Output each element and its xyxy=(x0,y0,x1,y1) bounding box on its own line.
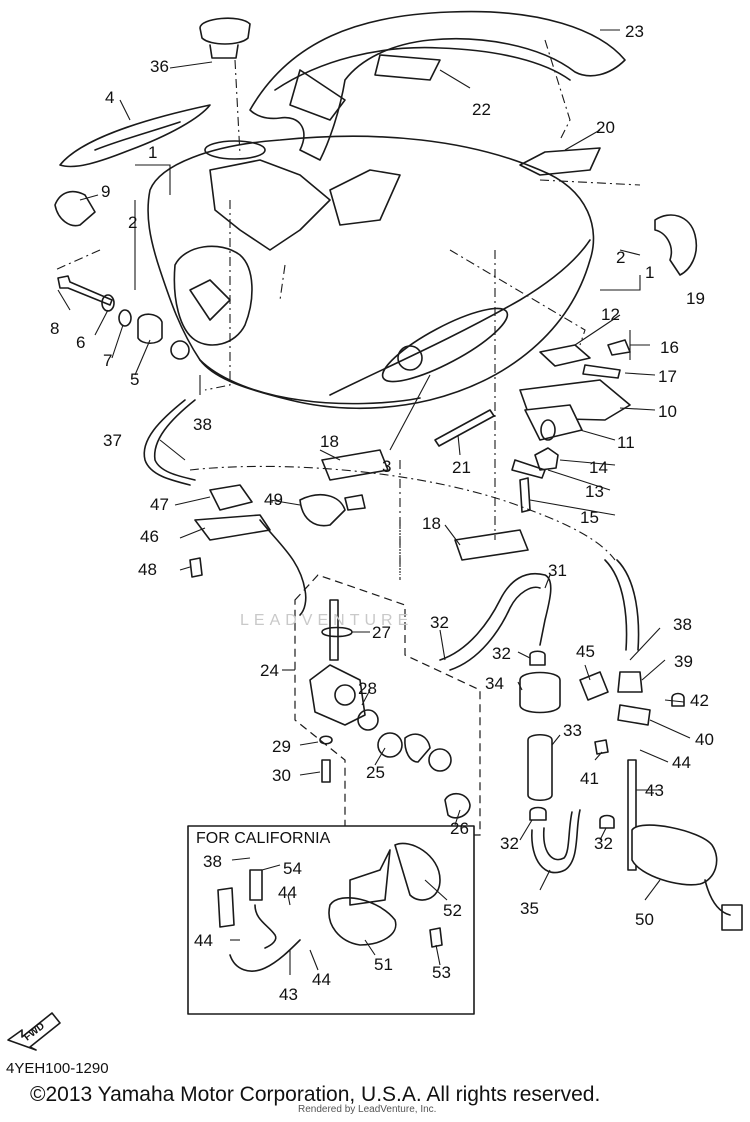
callout-label: 45 xyxy=(576,642,595,661)
emblem xyxy=(59,104,211,168)
fuel-cap xyxy=(199,17,251,45)
callout-label: 2 xyxy=(616,248,625,267)
callout-label: 3 xyxy=(382,457,391,476)
callout-label: 38 xyxy=(203,852,222,871)
callout-label: 9 xyxy=(101,182,110,201)
callout-label: 43 xyxy=(279,985,298,1004)
callout-label: 17 xyxy=(658,367,677,386)
callout-label: 33 xyxy=(563,721,582,740)
callout-label: 12 xyxy=(601,305,620,324)
callout-label: 43 xyxy=(645,781,664,800)
callout-label: 44 xyxy=(312,970,331,989)
callout-label: 53 xyxy=(432,963,451,982)
callout-label: 50 xyxy=(635,910,654,929)
callout-label: 24 xyxy=(260,661,279,680)
callout-label: 48 xyxy=(138,560,157,579)
callout-label: 27 xyxy=(372,623,391,642)
callout-label: 34 xyxy=(485,674,504,693)
callout-label: 37 xyxy=(103,431,122,450)
callout-label: 22 xyxy=(472,100,491,119)
callout-label: 38 xyxy=(193,415,212,434)
callout-label: 1 xyxy=(645,263,654,282)
rendered-by-note: Rendered by LeadVenture, Inc. xyxy=(298,1104,437,1115)
callout-label: 44 xyxy=(672,753,691,772)
callout-label: 19 xyxy=(686,289,705,308)
callout-label: 41 xyxy=(580,769,599,788)
callout-label: 25 xyxy=(366,763,385,782)
callout-label: 31 xyxy=(548,561,567,580)
callout-label: 54 xyxy=(283,859,302,878)
callout-label: 40 xyxy=(695,730,714,749)
callout-label: 32 xyxy=(492,644,511,663)
callout-label: 4 xyxy=(105,88,114,107)
callout-label: 30 xyxy=(272,766,291,785)
callout-label: 20 xyxy=(596,118,615,137)
inset-title: FOR CALIFORNIA xyxy=(196,830,331,847)
callout-label: 44 xyxy=(194,931,213,950)
callout-label: 6 xyxy=(76,333,85,352)
callout-label: 8 xyxy=(50,319,59,338)
fuel-cock-group-box xyxy=(294,574,481,836)
callout-label: 15 xyxy=(580,508,599,527)
callout-label: 13 xyxy=(585,482,604,501)
callout-label: 2 xyxy=(128,213,137,232)
callout-label: 1 xyxy=(148,143,157,162)
fwd-arrow-icon: FWD xyxy=(7,1012,61,1051)
callout-label: 32 xyxy=(500,834,519,853)
fuel-tank xyxy=(147,135,595,410)
hose-37 xyxy=(143,399,191,486)
callout-label: 23 xyxy=(625,22,644,41)
callout-label: 29 xyxy=(272,737,291,756)
callout-label: 47 xyxy=(150,495,169,514)
callout-label: 16 xyxy=(660,338,679,357)
callout-label: 35 xyxy=(520,899,539,918)
callout-labels: 1 1 2 2 3 4 5 6 7 8 9 10 11 12 13 14 15 … xyxy=(50,22,714,1004)
callout-label: 51 xyxy=(374,955,393,974)
callout-label: 18 xyxy=(422,514,441,533)
callout-label: 26 xyxy=(450,819,469,838)
fuel-pump xyxy=(631,824,718,886)
callout-label: 7 xyxy=(103,351,112,370)
california-inset xyxy=(187,825,475,1015)
copyright-notice: ©2013 Yamaha Motor Corporation, U.S.A. A… xyxy=(30,1083,601,1106)
diagram-reference-code: 4YEH100-1290 xyxy=(6,1060,109,1077)
callout-label: 14 xyxy=(589,458,608,477)
callout-label: 52 xyxy=(443,901,462,920)
callout-label: 46 xyxy=(140,527,159,546)
callout-label: 36 xyxy=(150,57,169,76)
pad-lower xyxy=(454,529,529,561)
callout-label: 38 xyxy=(673,615,692,634)
callout-label: 28 xyxy=(358,679,377,698)
callout-label: 44 xyxy=(278,883,297,902)
callout-label: 11 xyxy=(617,433,635,452)
callout-label: 49 xyxy=(264,490,283,509)
watermark: LEADVENTURE xyxy=(240,612,414,629)
callout-label: 39 xyxy=(674,652,693,671)
callout-label: 5 xyxy=(130,370,139,389)
callout-label: 18 xyxy=(320,432,339,451)
callout-label: 32 xyxy=(594,834,613,853)
pad-upper xyxy=(321,449,389,481)
callout-label: 42 xyxy=(690,691,709,710)
callout-label: 21 xyxy=(452,458,471,477)
callout-label: 32 xyxy=(430,613,449,632)
callout-label: 10 xyxy=(658,402,677,421)
